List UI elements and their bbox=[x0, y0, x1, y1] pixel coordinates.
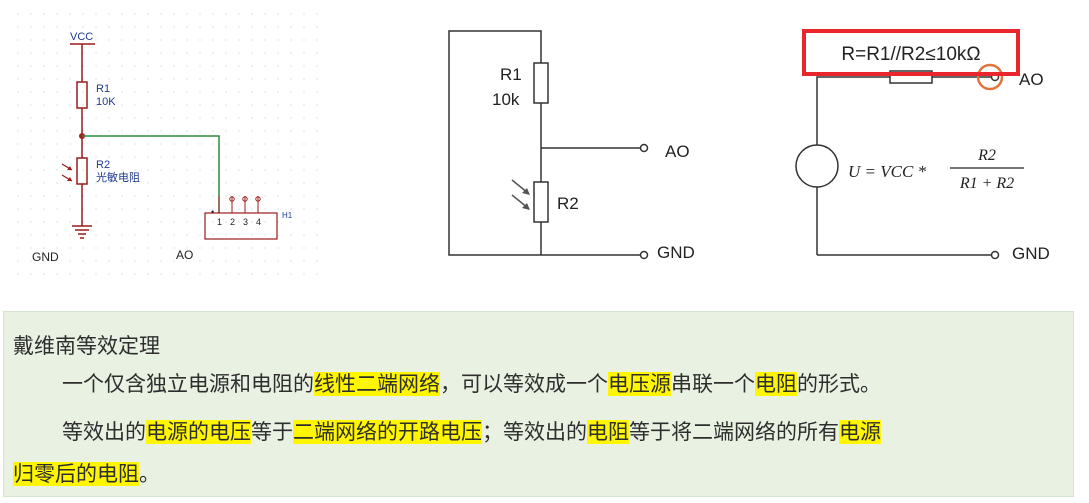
r1-ref: R1 bbox=[96, 83, 110, 95]
r2-ref: R2 bbox=[96, 159, 110, 171]
gnd-terminal bbox=[639, 250, 649, 260]
pin-terminal bbox=[242, 196, 248, 202]
pin-number: 3 bbox=[243, 217, 248, 227]
header-h1-body bbox=[204, 212, 278, 240]
thevenin-circuit bbox=[795, 70, 1000, 260]
pin-terminal bbox=[229, 196, 235, 202]
mid-ao-label: AO bbox=[665, 142, 690, 161]
gnd-label: GND bbox=[32, 250, 59, 264]
pin-number: 4 bbox=[256, 217, 261, 227]
pin-mark: • bbox=[211, 207, 214, 217]
highlight-circle bbox=[976, 63, 1004, 91]
note-text: 。 bbox=[139, 462, 160, 486]
arrowhead-1 bbox=[522, 188, 530, 195]
r1-value: 10K bbox=[96, 96, 116, 108]
highlighted-term: 归零后的电阻 bbox=[13, 462, 139, 486]
note-paragraph-3: 归零后的电阻。 bbox=[13, 455, 160, 493]
note-paragraph-1: 一个仅含独立电源和电阻的线性二端网络，可以等效成一个电压源串联一个电阻的形式。 bbox=[62, 365, 881, 403]
highlighted-term: 线性二端网络 bbox=[314, 372, 440, 396]
header-pins: • 1 2 3 4 bbox=[211, 196, 261, 227]
ao-terminal bbox=[639, 143, 649, 153]
gnd-terminal bbox=[990, 250, 1000, 260]
note-text: 等效出的 bbox=[62, 420, 146, 444]
arrowhead-2 bbox=[522, 203, 530, 210]
note-text: 一个仅含独立电源和电阻的 bbox=[62, 372, 314, 396]
boxed-formula: R=R1//R2≤10kΩ bbox=[841, 44, 980, 65]
note-text: 等于将二端网络的所有 bbox=[629, 420, 839, 444]
r2-resistor bbox=[533, 181, 549, 223]
grid-dots bbox=[17, 13, 318, 275]
highlighted-term: 电阻 bbox=[755, 372, 797, 396]
note-text: 等于 bbox=[251, 420, 293, 444]
note-title: 戴维南等效定理 bbox=[13, 334, 160, 358]
vcc-label: VCC bbox=[70, 31, 93, 43]
formula-denominator: R1 + R2 bbox=[959, 175, 1014, 192]
mid-r2-label: R2 bbox=[557, 194, 579, 213]
highlighted-term: 二端网络的开路电压 bbox=[293, 420, 482, 444]
highlighted-term: 电压源 bbox=[608, 372, 671, 396]
highlighted-term: 电阻 bbox=[587, 420, 629, 444]
ao-wire bbox=[82, 135, 220, 213]
pin-number: 2 bbox=[230, 217, 235, 227]
ao-label: AO bbox=[176, 248, 193, 262]
note-paragraph-2: 等效出的电源的电压等于二端网络的开路电压；等效出的电阻等于将二端网络的所有电源 bbox=[62, 413, 881, 451]
eda-schematic: VCC R1 10K R2 光敏电阻 GND AO H1 bbox=[14, 10, 326, 280]
thevenin-note-box bbox=[3, 311, 1074, 497]
voltage-source bbox=[795, 144, 839, 188]
r1-resistor bbox=[533, 62, 549, 104]
outer-wire bbox=[448, 30, 640, 256]
note-text: ，可以等效成一个 bbox=[440, 372, 608, 396]
light-arrowhead-2 bbox=[67, 177, 72, 181]
annotation-box bbox=[802, 29, 1020, 76]
schematics-canvas: VCC R1 10K R2 光敏电阻 GND AO H1 bbox=[14, 10, 1050, 280]
right-ao-label: AO bbox=[1019, 70, 1044, 89]
light-arrowhead-1 bbox=[67, 166, 72, 170]
highlighted-term: 电源 bbox=[839, 420, 881, 444]
header-h1-ref: H1 bbox=[282, 211, 293, 220]
r2-value: 光敏电阻 bbox=[96, 170, 140, 184]
mid-gnd-label: GND bbox=[657, 243, 695, 262]
note-text: 的形式。 bbox=[797, 372, 881, 396]
formula-lhs: U = VCC * bbox=[848, 162, 927, 181]
highlighted-term: 电源的电压 bbox=[146, 420, 251, 444]
right-gnd-label: GND bbox=[1012, 244, 1050, 263]
mid-r1-label: R1 bbox=[500, 65, 522, 84]
pin-terminal bbox=[255, 196, 261, 202]
pin-number: 1 bbox=[217, 217, 222, 227]
note-text: ；等效出的 bbox=[482, 420, 587, 444]
divider-circuit bbox=[448, 30, 649, 260]
formula-numerator: R2 bbox=[977, 147, 996, 164]
note-text: 串联一个 bbox=[671, 372, 755, 396]
top-left-wire bbox=[816, 76, 890, 145]
mid-r1-value: 10k bbox=[492, 90, 520, 109]
